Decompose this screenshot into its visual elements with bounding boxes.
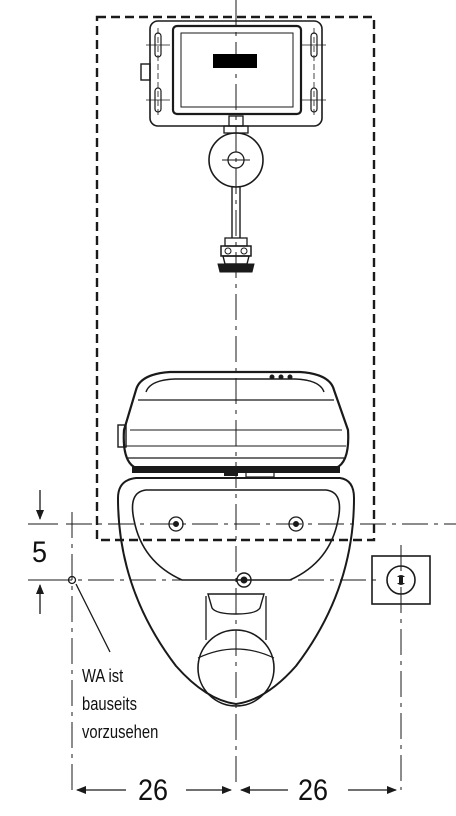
annotation-line-1: WA ist <box>82 666 124 686</box>
control-display <box>213 54 257 68</box>
annotation-line-3: vorzusehen <box>82 722 159 742</box>
center-lines <box>46 0 456 785</box>
right-width-value: 26 <box>298 774 329 807</box>
flush-valve <box>208 115 264 273</box>
water-supply-point <box>67 512 111 790</box>
annotation-line-2: bauseits <box>82 694 137 714</box>
vertical-dimension <box>28 490 58 614</box>
control-box <box>140 20 326 127</box>
water-outlet-box <box>371 545 431 790</box>
left-width-value: 26 <box>138 774 169 807</box>
urinal-cover <box>117 370 350 478</box>
vertical-dimension-value: 5 <box>32 536 48 569</box>
urinal-bowl <box>116 477 356 707</box>
